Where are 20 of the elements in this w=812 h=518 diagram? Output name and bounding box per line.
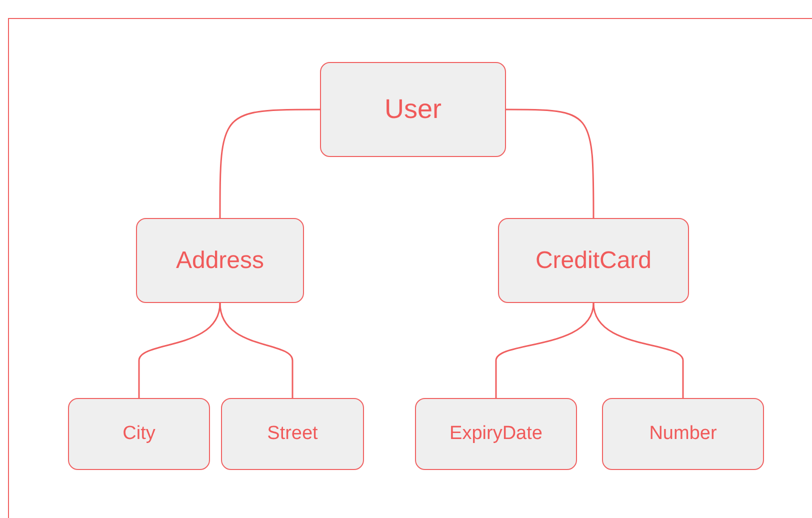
- connector-line: [495, 302, 594, 398]
- entity-box: [498, 218, 689, 303]
- connector-line: [138, 302, 221, 398]
- node-label: City: [122, 422, 156, 446]
- entity-box: [415, 398, 577, 470]
- connector-line: [592, 302, 684, 398]
- connector-line: [219, 302, 294, 398]
- node-label: CreditCard: [535, 246, 652, 276]
- node-label: Address: [176, 246, 264, 276]
- entity-box: [68, 398, 210, 470]
- connector-line: [219, 108, 320, 218]
- entity-box: [136, 218, 304, 303]
- node-label: Street: [267, 422, 318, 446]
- entity-box: [221, 398, 364, 470]
- connector-line: [506, 108, 594, 218]
- node-label: User: [384, 93, 442, 126]
- entity-box: [602, 398, 764, 470]
- node-label: ExpiryDate: [450, 422, 542, 446]
- entity-box: [320, 62, 506, 157]
- node-label: Number: [649, 422, 717, 446]
